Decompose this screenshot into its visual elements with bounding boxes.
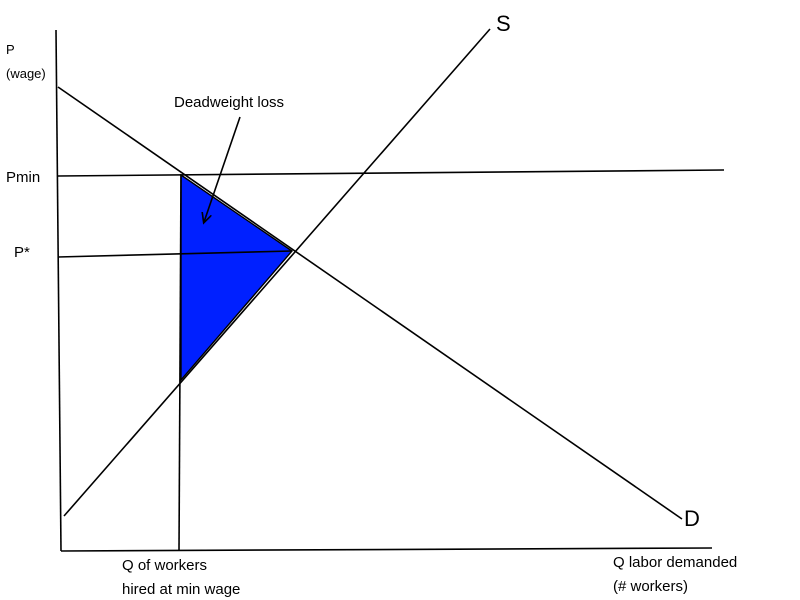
min-wage-quantity-label-2: hired at min wage — [122, 581, 240, 598]
equilibrium-price-line — [57, 250, 293, 258]
deadweight-loss-arrow — [204, 116, 241, 222]
deadweight-loss-label: Deadweight loss — [174, 94, 284, 111]
y-axis — [55, 29, 62, 552]
demand-label: D — [684, 506, 700, 531]
supply-curve — [63, 28, 491, 517]
y-axis-label-wage: (wage) — [6, 66, 46, 81]
x-axis-label-2: (# workers) — [613, 578, 688, 595]
x-axis-label-1: Q labor demanded — [613, 554, 737, 571]
min-wage-quantity-label-1: Q of workers — [122, 557, 207, 574]
price-floor-line — [57, 169, 725, 177]
x-axis — [60, 547, 713, 552]
supply-label: S — [496, 11, 511, 36]
equilibrium-price-label: P* — [14, 244, 30, 261]
price-floor-label: Pmin — [6, 169, 40, 186]
min-wage-quantity-line — [178, 174, 182, 552]
y-axis-label-p: P — [6, 42, 15, 57]
demand-curve — [57, 86, 683, 520]
deadweight-loss-area — [180, 173, 294, 382]
